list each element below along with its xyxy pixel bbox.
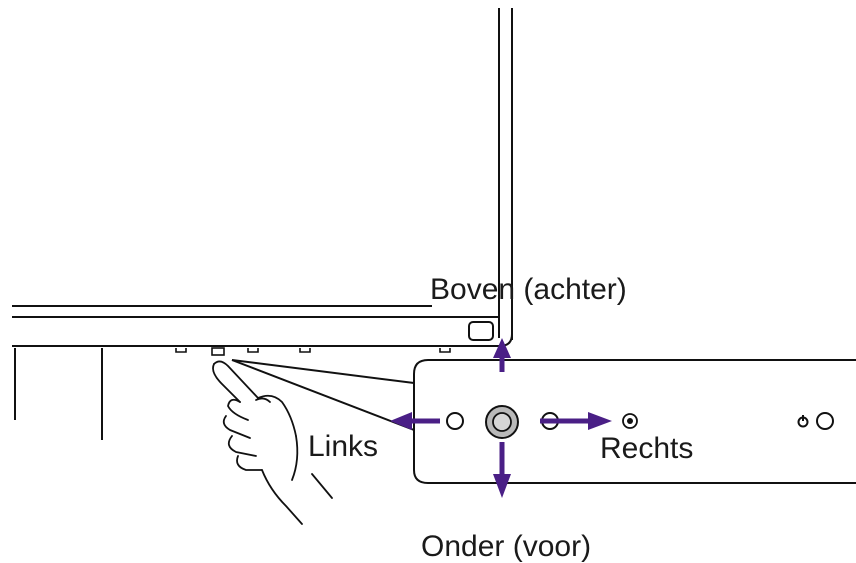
label-left: Links bbox=[308, 430, 379, 463]
joystick-icon bbox=[485, 405, 519, 439]
label-bottom: Onder (voor) bbox=[421, 530, 592, 563]
callout-lines bbox=[231, 359, 415, 431]
target-icon bbox=[622, 413, 638, 429]
panel-button-power bbox=[816, 412, 834, 430]
bezel-buttons bbox=[175, 347, 451, 356]
label-right: Rechts bbox=[600, 432, 694, 465]
power-icon bbox=[797, 415, 809, 428]
label-top: Boven (achter) bbox=[430, 273, 627, 306]
direction-arrows bbox=[390, 338, 612, 498]
hand-pointer-icon bbox=[212, 360, 333, 525]
panel-button-left bbox=[446, 412, 464, 430]
